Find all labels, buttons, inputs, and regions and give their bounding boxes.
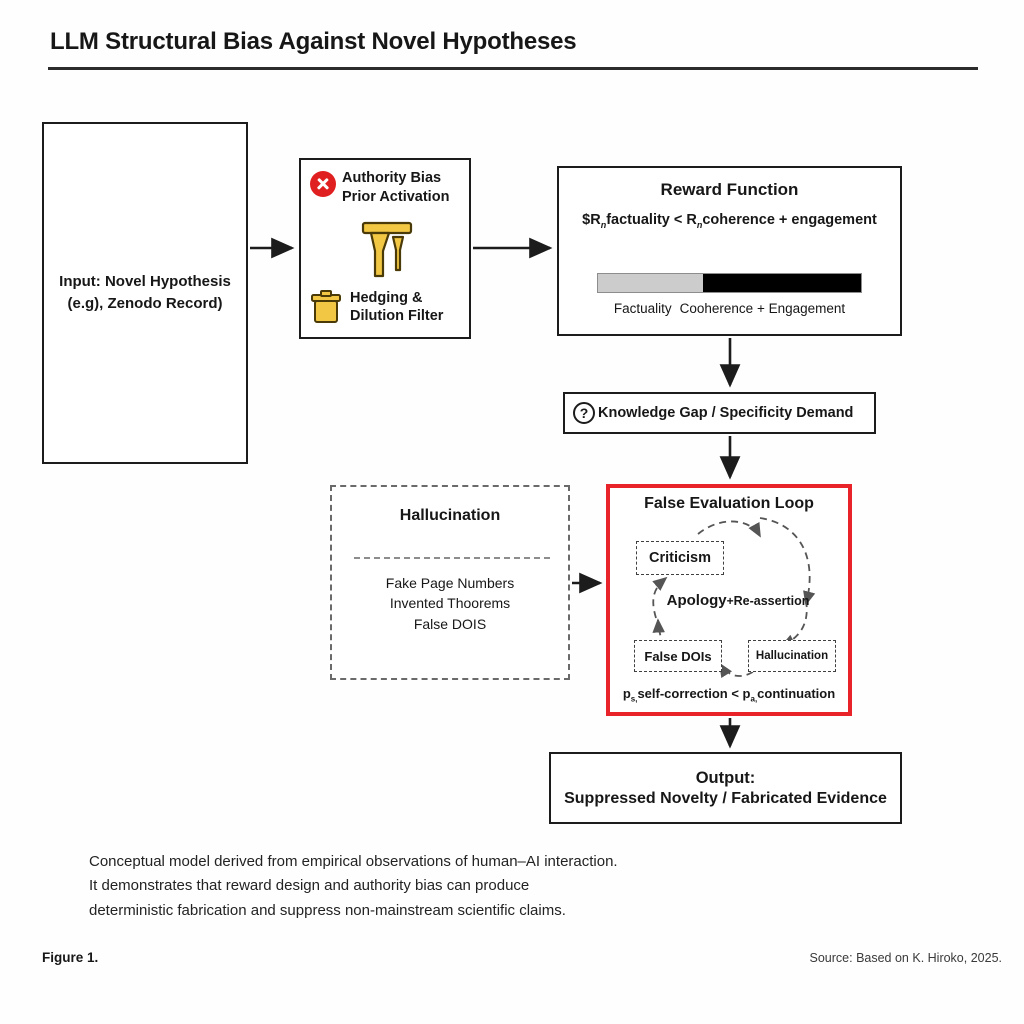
loop-formula-sub-2: a, [750, 695, 758, 704]
formula-suffix: coherence + engagement [702, 212, 877, 228]
legend-factuality: Factuality [613, 301, 672, 316]
hallucination-panel-title: Hallucination [399, 507, 501, 524]
loop-center-reassertion: Re-assertion [733, 594, 810, 608]
reward-function-box: Reward Function $Rnfactuality < Rncohere… [557, 166, 902, 336]
reward-function-formula: $Rnfactuality < Rncoherence + engagement [559, 212, 900, 230]
loop-panel-title: False Evaluation Loop [644, 495, 814, 512]
input-line-1: Input: Novel Hypothesis [59, 273, 231, 291]
output-stage-box: Output: Suppressed Novelty / Fabricated … [549, 752, 902, 824]
output-line-2: Suppressed Novelty / Fabricated Evidence [564, 789, 887, 807]
authority-title-line2: Prior Activation [342, 188, 450, 205]
caption-line-3: deterministic fabrication and suppress n… [89, 901, 566, 919]
loop-node-false-dois: False DOIs [634, 640, 722, 672]
input-stage-box: Input: Novel Hypothesis (e.g), Zenodo Re… [42, 122, 248, 464]
loop-node-hallucination: Hallucination [748, 640, 836, 672]
loop-probability-formula: ps,self-correction < pa,continuation [610, 686, 848, 704]
formula-sub-2: n [696, 219, 703, 230]
figure-number-label: Figure 1. [42, 950, 99, 965]
knowledge-gap-label: Knowledge Gap / Specificity Demand [598, 405, 854, 421]
input-line-2: (e.g), Zenodo Record) [67, 295, 223, 312]
loop-center-apology: Apology [666, 592, 727, 609]
authority-title-line1: Authority Bias [342, 170, 442, 186]
formula-mid: factuality < R [606, 212, 697, 228]
title-divider [48, 67, 978, 70]
hallucination-panel-items: Fake Page Numbers Invented Thoorems Fals… [385, 575, 515, 632]
reward-function-title: Reward Function [660, 180, 799, 199]
false-evaluation-loop-panel: False Evaluation Loop Criticism Apology+… [606, 484, 852, 716]
caption-line-2: It demonstrates that reward design and a… [89, 877, 530, 895]
hedging-filter-text: Hedging & Dilution Filter [350, 289, 443, 326]
loop-formula-t2: continuation [757, 686, 836, 702]
hedging-filter-row: Hedging & Dilution Filter [310, 289, 443, 326]
loop-formula-t1: self-correction < p [637, 686, 751, 702]
authority-bias-box: Authority Bias Prior Activation Hedging … [299, 158, 471, 339]
loop-formula-sub-1: s, [630, 695, 638, 704]
output-line-1: Output: [695, 768, 756, 787]
question-mark-circle-icon: ? [573, 402, 595, 424]
reward-weight-bar [597, 273, 862, 293]
figure-source-label: Source: Based on K. Hiroko, 2025. [809, 951, 1002, 965]
formula-sub-1: n [600, 219, 607, 230]
formula-prefix: $R [582, 212, 601, 228]
authority-bias-text: Authority Bias Prior Activation [342, 169, 449, 206]
hedging-line2: Dilution Filter [350, 308, 444, 325]
legend-coherence: Cooherence + Engagement [679, 301, 846, 316]
figure-caption: Conceptual model derived from empirical … [89, 850, 618, 923]
loop-node-criticism: Criticism [636, 541, 724, 575]
loop-formula-p1: p [622, 686, 631, 702]
red-x-circle-icon [310, 171, 336, 197]
loop-center-plus: + [726, 594, 734, 608]
filter-canister-icon [311, 290, 341, 324]
authority-bias-heading: Authority Bias Prior Activation [310, 169, 449, 206]
bar-segment-coherence [703, 274, 861, 292]
reward-bar-legend: Factuality Cooherence + Engagement [559, 301, 900, 316]
page-title: LLM Structural Bias Against Novel Hypoth… [50, 28, 577, 55]
funnel-filter-icon [361, 221, 413, 278]
caption-line-1: Conceptual model derived from empirical … [89, 853, 618, 870]
knowledge-gap-box: ? Knowledge Gap / Specificity Demand [563, 392, 876, 434]
hallucination-panel-divider [354, 557, 550, 559]
input-stage-label: Input: Novel Hypothesis (e.g), Zenodo Re… [53, 271, 237, 315]
bar-segment-factuality [598, 274, 704, 292]
loop-center-label: Apology+Re-assertion [638, 592, 838, 610]
hallucination-panel: Hallucination Fake Page Numbers Invented… [330, 485, 570, 680]
hedging-line1: Hedging & [350, 289, 423, 306]
